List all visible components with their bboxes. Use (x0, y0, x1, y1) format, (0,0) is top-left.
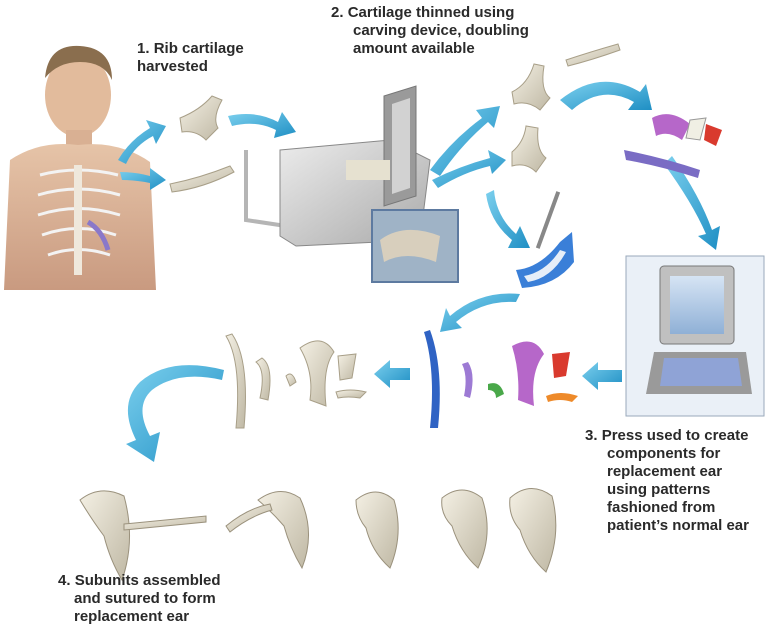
arrow-carver-to-pieces-lower (432, 150, 506, 188)
blue-template (516, 191, 574, 288)
ear-assembly-stages (79, 488, 557, 582)
step-4-label: 4. Subunits assembled and sutured to for… (58, 572, 221, 626)
arrow-to-blue-template (486, 190, 530, 248)
arrow-carver-to-pieces-upper (430, 106, 500, 176)
step-3-line-1: 3. Press used to create (585, 427, 749, 444)
step-2-label: 2. Cartilage thinned using carving devic… (331, 4, 529, 58)
arrow-template-to-row (440, 293, 520, 332)
arrow-to-press (664, 156, 720, 250)
arrow-rib-to-carver (228, 112, 296, 138)
arrow-to-assembly (126, 365, 224, 462)
boy-torso-figure (4, 45, 156, 290)
thinned-pieces (511, 43, 621, 173)
arrow-to-colored-pieces (560, 81, 652, 110)
arrow-press-to-pieces (582, 362, 622, 390)
colored-pieces-upper (624, 114, 722, 178)
step-1-line-2: harvested (137, 58, 208, 75)
step-1-label: 1. Rib cartilage harvested (137, 40, 244, 76)
step-3-line-3: replacement ear (607, 463, 723, 480)
step-3-line-2: components for (607, 445, 721, 462)
step-3-line-4: using patterns (607, 481, 711, 498)
step-2-line-1: 2. Cartilage thinned using (331, 4, 515, 21)
step-3-label: 3. Press used to create components for r… (585, 427, 749, 535)
arrow-boy-to-rib-lower (120, 168, 166, 190)
arrow-pieces-to-white (374, 360, 410, 388)
press-device (625, 255, 765, 417)
rib-cartilage-pieces (169, 95, 235, 193)
press-components (424, 330, 578, 428)
carving-device (244, 85, 459, 283)
step-4-line-2: and sutured to form (74, 590, 216, 607)
arrow-boy-to-rib-upper (118, 120, 166, 164)
step-2-line-3: amount available (353, 40, 475, 57)
step-4-line-1: 4. Subunits assembled (58, 572, 221, 589)
step-2-line-2: carving device, doubling (353, 22, 529, 39)
step-3-line-5: fashioned from (607, 499, 716, 516)
step-4-line-3: replacement ear (74, 608, 190, 625)
step-1-line-1: 1. Rib cartilage (137, 40, 244, 57)
white-components (225, 333, 367, 429)
arrows (118, 81, 720, 462)
step-3-line-6: patient’s normal ear (607, 517, 749, 534)
